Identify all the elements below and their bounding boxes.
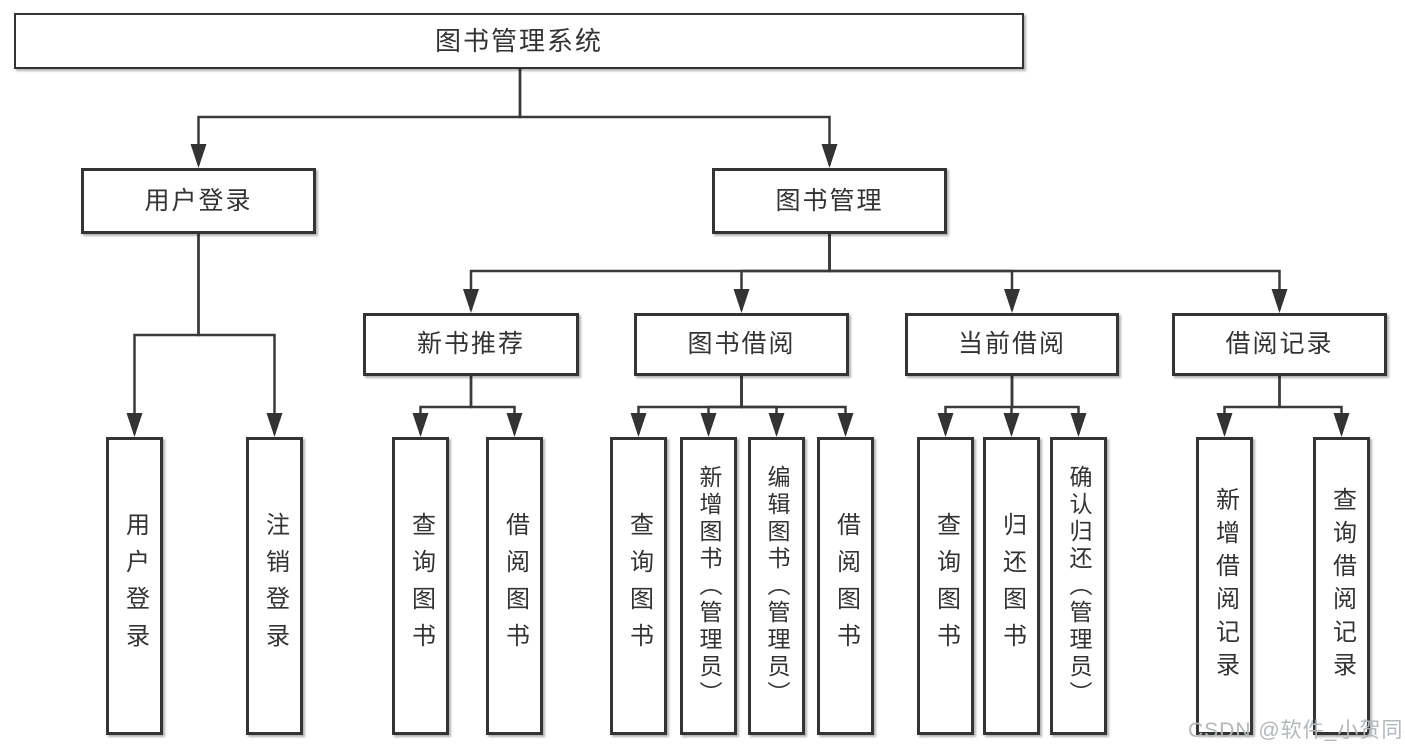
connector-bb-to-query-books xyxy=(630,376,743,437)
leaf-return-book: 归还图书 xyxy=(983,437,1040,735)
connector-nb-to-query-books xyxy=(412,376,473,437)
leaf-lend-book-borrow-label: 借阅图书 xyxy=(832,512,860,660)
leaf-lend-book-borrow: 借阅图书 xyxy=(817,437,874,735)
leaf-query-borrow-record: 查询借阅记录 xyxy=(1313,437,1370,735)
leaf-user-login-label: 用户登录 xyxy=(121,512,149,660)
leaf-logout-label: 注销登录 xyxy=(261,512,289,660)
leaf-query-books-current-label: 查询图书 xyxy=(932,512,960,660)
leaf-add-borrow-record-label: 新增借阅记录 xyxy=(1211,487,1239,685)
leaf-query-books-borrow: 查询图书 xyxy=(610,437,667,735)
leaf-confirm-return-admin: 确认归还（管理员） xyxy=(1050,437,1107,735)
node-new-book-recommend: 新书推荐 xyxy=(363,313,579,376)
node-book-management-label: 图书管理 xyxy=(775,186,884,215)
connector-mgmt-to-book-borrowing xyxy=(733,234,831,313)
leaf-edit-book-admin: 编辑图书（管理员） xyxy=(748,437,805,735)
node-borrowing-records: 借阅记录 xyxy=(1172,313,1387,376)
leaf-query-books-borrow-label: 查询图书 xyxy=(625,512,653,660)
leaf-query-books-newbooks: 查询图书 xyxy=(392,437,449,735)
node-book-borrowing: 图书借阅 xyxy=(634,313,849,376)
node-current-borrowing-label: 当前借阅 xyxy=(957,330,1066,358)
connector-bb-to-lend-book xyxy=(740,376,854,437)
node-root: 图书管理系统 xyxy=(14,13,1024,69)
connector-bb-to-edit-book xyxy=(740,376,785,437)
leaf-query-borrow-record-label: 查询借阅记录 xyxy=(1328,487,1356,685)
node-borrowing-records-label: 借阅记录 xyxy=(1225,330,1334,358)
connector-cb-to-confirm-return xyxy=(1010,376,1087,437)
leaf-add-borrow-record: 新增借阅记录 xyxy=(1196,437,1253,735)
connector-login-to-logout-leaf xyxy=(197,234,283,437)
connector-login-to-user-login-leaf xyxy=(126,234,200,437)
leaf-borrow-books-newbooks-label: 借阅图书 xyxy=(501,512,529,660)
connector-nb-to-borrow-books xyxy=(469,376,523,437)
connector-bb-to-add-book xyxy=(700,376,743,437)
node-user-login-label: 用户登录 xyxy=(144,186,253,215)
connector-mgmt-to-borrowing-records xyxy=(828,234,1288,313)
leaf-add-book-admin: 新增图书（管理员） xyxy=(680,437,737,735)
node-current-borrowing: 当前借阅 xyxy=(905,313,1119,376)
connector-br-to-query-record xyxy=(1278,376,1350,437)
leaf-query-books-current: 查询图书 xyxy=(917,437,974,735)
leaf-borrow-books-newbooks: 借阅图书 xyxy=(486,437,543,735)
node-user-login: 用户登录 xyxy=(81,168,316,234)
leaf-logout: 注销登录 xyxy=(246,437,303,735)
leaf-add-book-admin-label: 新增图书（管理员） xyxy=(696,464,722,708)
leaf-user-login: 用户登录 xyxy=(106,437,163,735)
connector-root-to-book-management xyxy=(518,67,838,168)
node-book-borrowing-label: 图书借阅 xyxy=(687,330,796,358)
node-root-label: 图书管理系统 xyxy=(434,26,603,56)
connector-cb-to-query-books xyxy=(937,376,1014,437)
node-book-management: 图书管理 xyxy=(712,168,947,234)
leaf-return-book-label: 归还图书 xyxy=(998,512,1026,660)
leaf-edit-book-admin-label: 编辑图书（管理员） xyxy=(764,464,790,708)
leaf-confirm-return-admin-label: 确认归还（管理员） xyxy=(1066,464,1092,708)
node-new-book-recommend-label: 新书推荐 xyxy=(416,330,525,358)
connector-br-to-add-record xyxy=(1216,376,1281,437)
connector-root-to-user-login xyxy=(190,67,522,168)
watermark: CSDN @软件_小贺同学 xyxy=(1188,719,1405,742)
leaf-query-books-newbooks-label: 查询图书 xyxy=(407,512,435,660)
